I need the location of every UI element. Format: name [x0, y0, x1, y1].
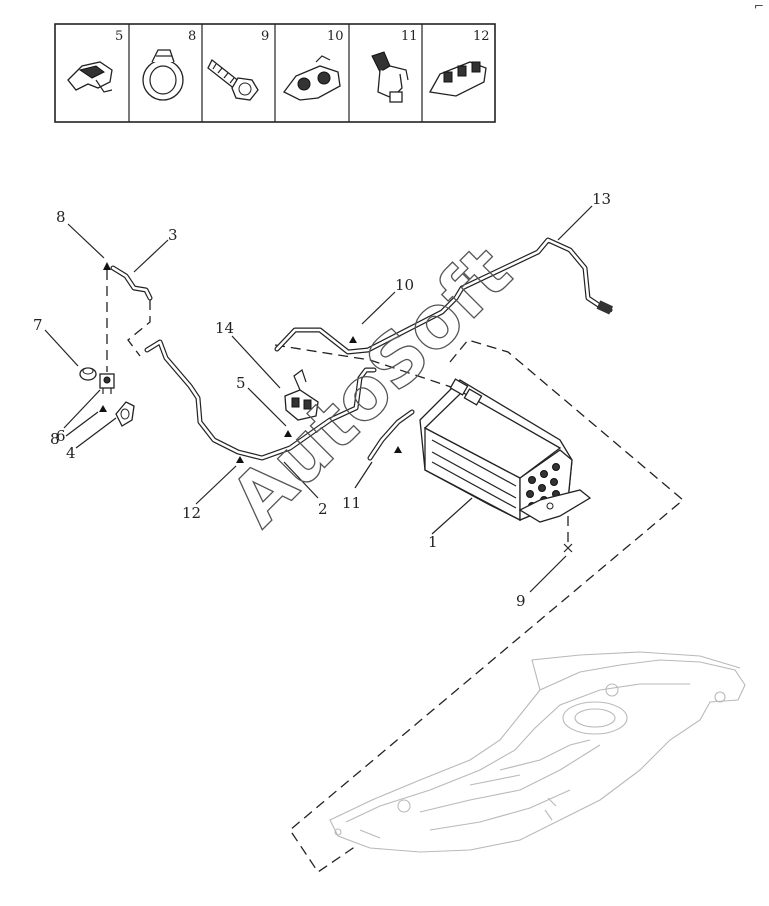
- dashed-leader-lines: [106, 270, 685, 873]
- strap-clip-icon: [371, 51, 409, 103]
- double-pipe-clip-icon: [283, 55, 341, 101]
- callout-8-bottom: 8: [50, 430, 60, 448]
- pipe-11: [367, 409, 415, 461]
- callout-1: 1: [428, 533, 438, 551]
- legend-number-9: 9: [261, 29, 269, 44]
- pipe-13-10: [274, 237, 614, 355]
- callout-2: 2: [318, 500, 328, 518]
- callout-14: 14: [215, 319, 234, 337]
- legend-strip: 5 8 9 10 11 12: [54, 23, 496, 123]
- callout-11: 11: [342, 494, 361, 512]
- callout-6: 6: [56, 427, 66, 445]
- filter-part-6: [99, 373, 115, 394]
- legend-number-11: 11: [401, 29, 418, 44]
- callout-labels: 1 2 3 4 5 6 7 8 8 9 10 11 12 13 14: [33, 190, 611, 610]
- fuel-tank: [329, 651, 746, 853]
- callout-12: 12: [182, 504, 201, 522]
- pipe-12-2: [144, 339, 377, 461]
- hose-clamp-icon: [142, 49, 184, 101]
- legend-number-8: 8: [188, 29, 196, 44]
- cap-part-7: [79, 367, 97, 381]
- callout-5: 5: [236, 374, 246, 392]
- callout-8-top: 8: [56, 208, 66, 226]
- corner-mark: ⌐: [754, 0, 764, 13]
- bolt-icon: [207, 58, 259, 101]
- callout-13: 13: [592, 190, 611, 208]
- legend-number-10: 10: [327, 29, 344, 44]
- callout-leader-lines: [44, 205, 593, 593]
- legend-number-5: 5: [115, 29, 123, 44]
- charcoal-canister: [419, 378, 592, 523]
- callout-4: 4: [66, 444, 76, 462]
- callout-3: 3: [168, 226, 178, 244]
- clip-icon: [67, 61, 113, 93]
- callout-10: 10: [395, 276, 414, 294]
- multi-pipe-clip-icon: [428, 61, 487, 97]
- valve-part-14: [284, 369, 319, 421]
- clamp-part-4: [115, 401, 135, 427]
- triangle-markers: [99, 262, 402, 463]
- legend-number-12: 12: [473, 29, 490, 44]
- pipe-3: [110, 265, 153, 301]
- fastener-9: [563, 543, 573, 553]
- callout-7: 7: [33, 316, 43, 334]
- callout-9: 9: [516, 592, 526, 610]
